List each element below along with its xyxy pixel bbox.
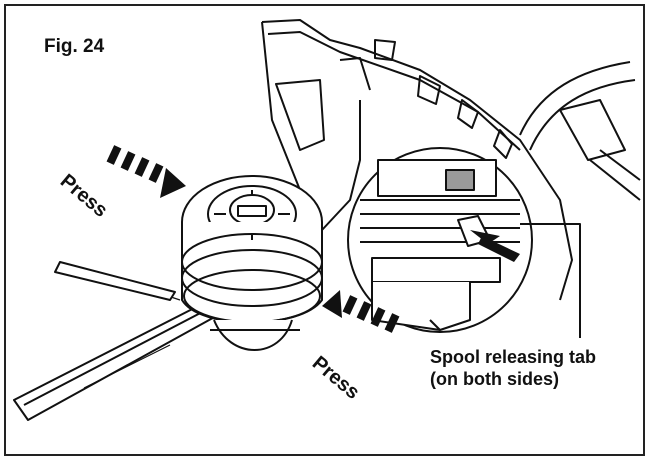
pointer-arrow-icon bbox=[470, 230, 520, 262]
figure-frame bbox=[4, 4, 645, 456]
callout-line-1: Spool releasing tab bbox=[430, 347, 597, 367]
figure-label: Fig. 24 bbox=[44, 36, 105, 57]
press-arrow-icon bbox=[322, 290, 400, 333]
spool-tab-callout: Spool releasing tab (on both sides) bbox=[430, 346, 596, 390]
press-arrow-icon bbox=[106, 145, 186, 198]
callout-line-2: (on both sides) bbox=[430, 369, 559, 389]
